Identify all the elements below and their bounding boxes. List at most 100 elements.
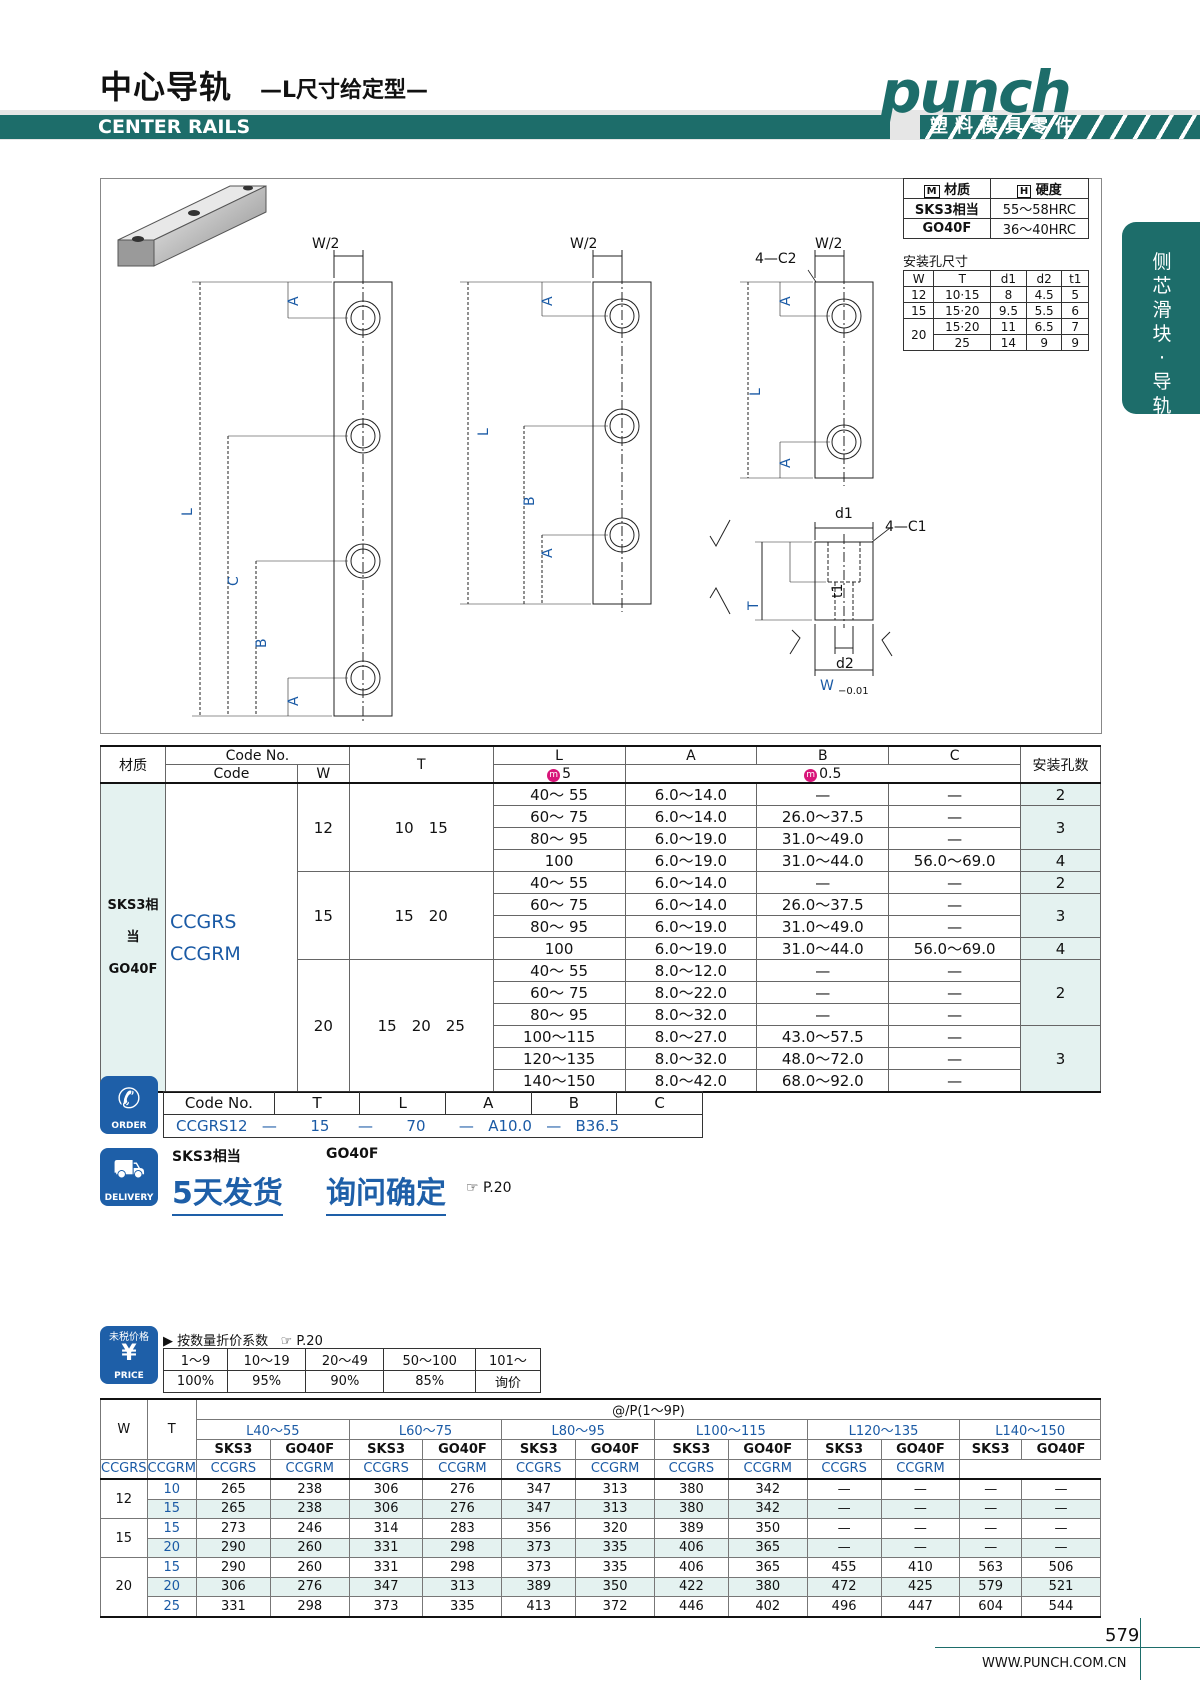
page-subtitle: —L尺寸给定型— [260, 78, 429, 103]
dim-c1: 4—C1 [885, 519, 927, 535]
price-cell: 347 [501, 1478, 577, 1500]
price-material-header: SKS3 [806, 1439, 882, 1460]
page-number: 579 [1105, 1625, 1140, 1646]
dim-w2-3: W/2 [815, 236, 842, 252]
price-cell: 342 [727, 1478, 808, 1500]
price-range-header: L140～150 [959, 1419, 1101, 1440]
hardness-cell: 55～58HRC [989, 198, 1090, 219]
price-range-header: L60～75 [348, 1419, 503, 1440]
price-t-cell: 10 [146, 1478, 198, 1500]
material-cell: GO40F [903, 218, 991, 239]
price-code-header: CCGRM [880, 1458, 961, 1480]
dim-d2: d2 [836, 656, 854, 672]
dim-t1: t1 [830, 584, 846, 598]
dim-w-tol: −0.01 [838, 686, 869, 697]
order-example-row: CCGRS12 — 15 — 70 — A10.0 — B36.5 [163, 1114, 703, 1138]
price-cell: 496 [806, 1596, 882, 1617]
order-example-table: Code No. T L A B C CCGRS12 — 15 — 70 — A… [163, 1091, 703, 1138]
price-t-cell: 15 [146, 1557, 198, 1578]
price-code-header: CCGRS [501, 1458, 577, 1480]
price-code-header: CCGRM [727, 1458, 808, 1480]
price-code-header: CCGRS [806, 1458, 882, 1480]
price-material-header: GO40F [422, 1439, 503, 1460]
dim-c2: 4—C2 [755, 251, 797, 267]
price-cell: 246 [269, 1518, 350, 1539]
price-material-header: SKS3 [501, 1439, 577, 1460]
price-cell: 604 [959, 1596, 1023, 1617]
price-cell: 389 [654, 1518, 729, 1539]
price-cell: 506 [1021, 1557, 1101, 1578]
price-cell: 306 [348, 1478, 424, 1500]
price-w-cell: 15 [100, 1518, 148, 1558]
price-cell: — [1021, 1537, 1101, 1558]
price-cell: 521 [1021, 1576, 1101, 1597]
delivery-ref[interactable]: ☞ P.20 [466, 1180, 512, 1196]
price-cell: 331 [196, 1596, 271, 1617]
price-material-header: SKS3 [654, 1439, 729, 1460]
price-code-header: CCGRM [269, 1458, 350, 1480]
dim-l-2: L [476, 428, 492, 436]
dim-a-1: A [286, 296, 302, 306]
price-cell: — [880, 1478, 961, 1500]
side-tab-label: 侧芯滑块·导轨 [1152, 251, 1172, 417]
price-cell: — [1021, 1498, 1101, 1519]
hardness-cell: 36～40HRC [989, 218, 1090, 239]
price-cell: 406 [654, 1537, 729, 1558]
price-range-header: L80～95 [501, 1419, 656, 1440]
delivery-icon: ⛟ DELIVERY [100, 1148, 158, 1206]
price-cell: 313 [575, 1478, 656, 1500]
price-t-cell: 15 [146, 1518, 198, 1539]
price-cell: 265 [196, 1498, 271, 1519]
price-material-header: SKS3 [348, 1439, 424, 1460]
price-cell: — [959, 1518, 1023, 1539]
hardness-icon: H [1016, 185, 1032, 198]
page-title: 中心导轨 [100, 68, 233, 106]
price-cell: 335 [575, 1537, 656, 1558]
hardness-header: H 硬度 [989, 178, 1090, 199]
price-cell: 373 [501, 1537, 577, 1558]
price-cell: — [959, 1498, 1023, 1519]
price-cell: 273 [196, 1518, 271, 1539]
price-cell: 276 [269, 1576, 350, 1597]
price-cell: 265 [196, 1478, 271, 1500]
price-code-header: CCGRM [422, 1458, 503, 1480]
price-w-cell: 20 [100, 1557, 148, 1617]
side-tab[interactable] [1122, 222, 1200, 414]
tolerance-icon: m [547, 768, 561, 782]
price-material-header: SKS3 [196, 1439, 271, 1460]
price-cell: 331 [348, 1537, 424, 1558]
price-cell: — [806, 1498, 882, 1519]
price-cell: 563 [959, 1557, 1023, 1578]
price-code-header: CCGRS [654, 1458, 729, 1480]
price-cell: 544 [1021, 1596, 1101, 1617]
price-cell: 410 [880, 1557, 961, 1578]
material-cell: SKS3相当 [903, 198, 991, 219]
dim-l-1: L [180, 508, 196, 516]
website-url[interactable]: WWW.PUNCH.COM.CN [982, 1656, 1127, 1671]
delivery-sks3-label: SKS3相当 [172, 1149, 241, 1165]
brand-logo: punch [880, 58, 1072, 126]
dim-a-4: A [540, 548, 556, 558]
dim-d1: d1 [835, 506, 853, 522]
price-cell: — [806, 1537, 882, 1558]
price-cell: 306 [348, 1498, 424, 1519]
dim-w: W [820, 678, 834, 694]
dim-c: C [226, 576, 242, 586]
price-cell: 356 [501, 1518, 577, 1539]
price-cell: 446 [654, 1596, 729, 1617]
price-code-header: CCGRS [348, 1458, 424, 1480]
price-code-header: CCGRS [196, 1458, 271, 1480]
material-icon: M [923, 185, 940, 198]
price-cell: 347 [501, 1498, 577, 1519]
price-cell: — [806, 1518, 882, 1539]
